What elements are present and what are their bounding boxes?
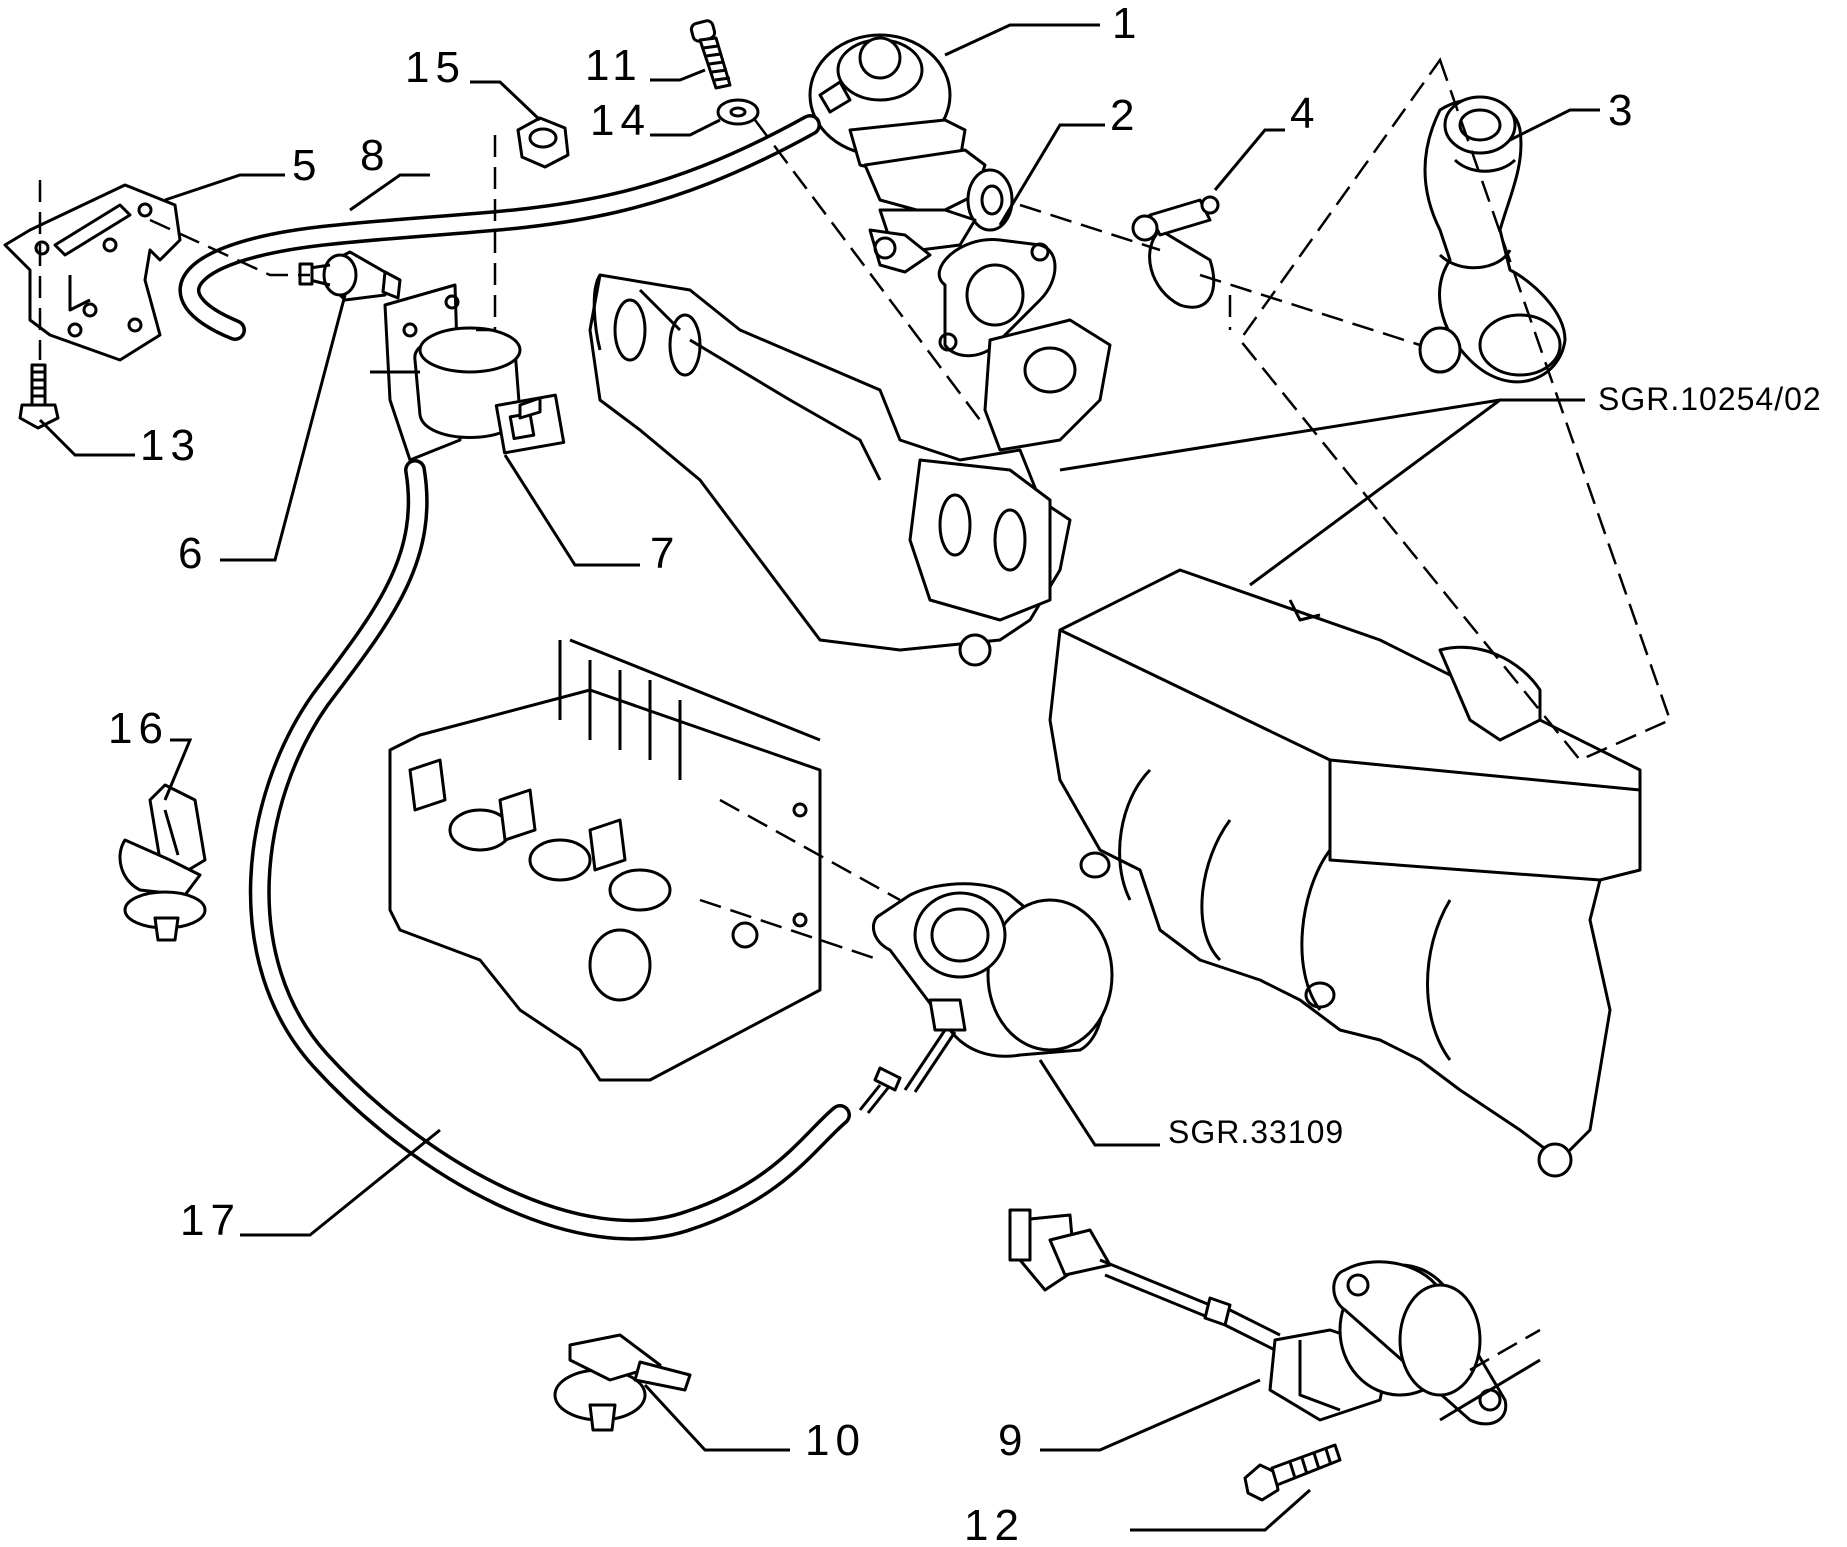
bolt-part: [1243, 1443, 1342, 1502]
leader-line-12: [1130, 1488, 1311, 1532]
callout-labels: 1 2 3 4 5 6 7 8 9 10 11 12 13 14 15 16 1…: [108, 0, 1822, 1547]
screw-part: [689, 19, 732, 90]
solenoid-valve-part: [370, 283, 566, 462]
leader-line-11: [650, 68, 706, 82]
rubber-hose-part: [1418, 95, 1567, 384]
position-sensor-part: [1008, 1208, 1541, 1426]
leader-lines: [38, 23, 1600, 1532]
callout-13: 13: [140, 421, 201, 470]
leader-line-6: [220, 294, 347, 562]
vacuum-hose-part: [178, 114, 821, 341]
assembly-lines: [38, 57, 1672, 1372]
callout-1: 1: [1112, 0, 1142, 48]
clip-part: [553, 1333, 692, 1432]
callout-4: 4: [1290, 89, 1320, 138]
callout-17: 17: [180, 1196, 241, 1245]
reference-sgr-33109: SGR.33109: [1168, 1114, 1344, 1150]
callout-9: 9: [998, 1416, 1028, 1465]
callout-15: 15: [405, 43, 466, 92]
callout-3: 3: [1608, 86, 1638, 135]
callout-5: 5: [292, 141, 322, 190]
leader-line-7: [503, 454, 640, 567]
leader-line-8: [349, 173, 430, 212]
leader-line-1: [944, 23, 1100, 57]
exhaust-manifold-part: [588, 273, 1112, 667]
callout-12: 12: [964, 1501, 1025, 1547]
mounting-bracket-part: [3, 183, 182, 362]
callout-11: 11: [585, 41, 643, 90]
leader-line-13: [38, 418, 135, 457]
leader-line-sgr-33109: [1038, 1059, 1160, 1147]
leader-line-17: [240, 1128, 441, 1237]
callout-2: 2: [1110, 91, 1140, 140]
leader-line-15: [470, 80, 542, 122]
leader-line-16: [163, 738, 193, 801]
leader-line-3: [1509, 108, 1600, 142]
intake-manifold-part: [1048, 568, 1642, 1178]
leader-line-4: [1213, 128, 1285, 191]
callout-7: 7: [650, 529, 680, 578]
callout-14: 14: [590, 96, 651, 145]
retaining-clip-part: [118, 783, 207, 942]
leader-line-10: [643, 1383, 790, 1452]
washer-part: [716, 98, 760, 126]
bolt-part: [18, 363, 60, 430]
nut-part: [516, 116, 570, 169]
leader-line-14: [650, 118, 721, 137]
egr-valve-part: [808, 33, 1014, 274]
leader-line-2: [998, 123, 1105, 226]
cylinder-head-part: [388, 638, 822, 1082]
leader-line-9: [1040, 1378, 1261, 1452]
leader-line-sgr-10254: [1059, 398, 1585, 587]
leader-line-5: [164, 173, 285, 202]
callout-10: 10: [805, 1416, 866, 1465]
hose-clamp-part: [1131, 195, 1220, 309]
turbo-actuator-part: [858, 882, 1114, 1114]
reference-sgr-10254: SGR.10254/02: [1598, 381, 1822, 417]
gasket-part: [937, 238, 1057, 358]
long-vacuum-hose-part: [248, 459, 851, 1241]
callout-8: 8: [360, 131, 390, 180]
callout-16: 16: [108, 704, 169, 753]
callout-6: 6: [178, 529, 208, 578]
pressure-sensor-part: [298, 250, 402, 302]
